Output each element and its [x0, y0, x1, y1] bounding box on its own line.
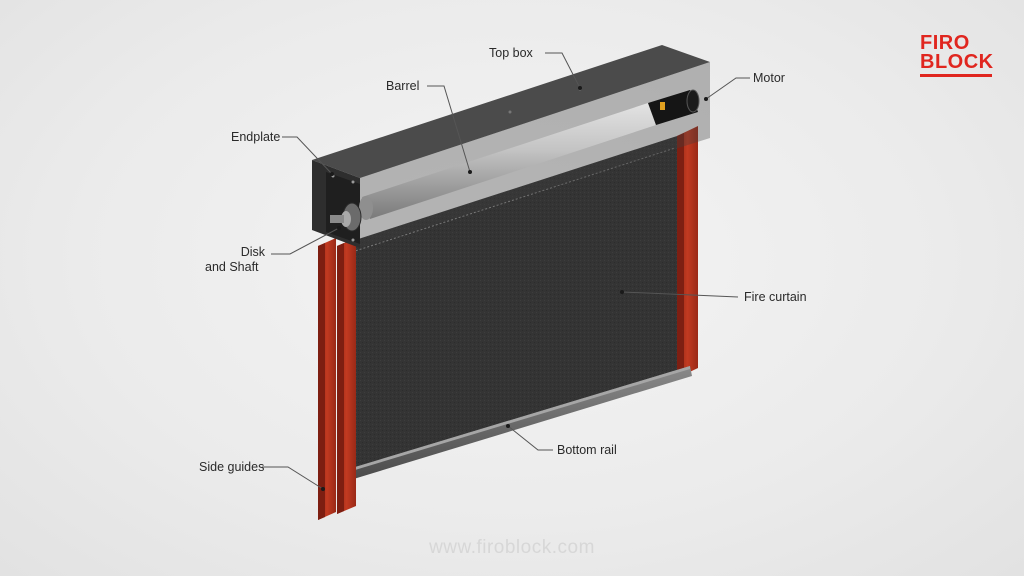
website-watermark: www.firoblock.com [429, 537, 595, 558]
label-bottom-rail: Bottom rail [557, 443, 617, 457]
label-and-shaft: and Shaft [205, 260, 259, 274]
fire-curtain-fabric [349, 136, 677, 477]
left-side-guides [318, 238, 356, 520]
motor [648, 89, 700, 125]
label-motor: Motor [753, 71, 785, 85]
curtain-seam [351, 147, 676, 253]
label-endplate: Endplate [231, 130, 281, 144]
label-side-guides: Side guides [199, 460, 265, 474]
disk-and-shaft [330, 202, 362, 232]
label-fire-curtain: Fire curtain [744, 290, 807, 304]
label-barrel: Barrel [386, 79, 420, 93]
label-top-box: Top box [489, 46, 533, 60]
logo-underline [920, 74, 992, 77]
logo-line-1: FIRO [920, 32, 970, 54]
label-disk: Disk [240, 245, 265, 259]
leader-lines [262, 52, 750, 490]
firoblock-logo: FIRO BLOCK [920, 32, 996, 77]
right-side-guide [677, 126, 698, 378]
bottom-rail [345, 366, 692, 481]
leader-dots [321, 86, 708, 491]
logo-line-2: BLOCK [920, 51, 994, 73]
barrel [359, 103, 656, 220]
